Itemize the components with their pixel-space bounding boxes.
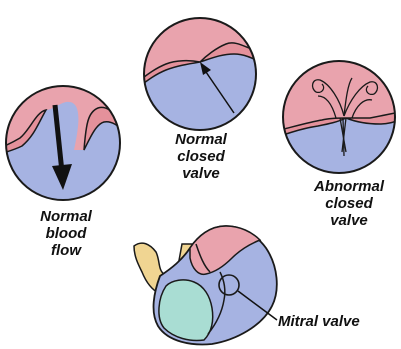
normal-closed-valve-line-1: Normal: [158, 131, 244, 148]
abnormal-closed-valve-label: Abnormal closed valve: [300, 178, 398, 229]
normal-blood-flow-line-1: Normal: [26, 208, 106, 225]
normal-blood-flow-line-2: blood: [26, 225, 106, 242]
normal-blood-flow-label: Normal blood flow: [26, 208, 106, 259]
abnormal-closed-valve-line-2: closed: [300, 195, 398, 212]
abnormal-closed-valve-line-1: Abnormal: [300, 178, 398, 195]
mitral-valve-label: Mitral valve: [278, 313, 360, 330]
normal-closed-valve-label: Normal closed valve: [158, 131, 244, 182]
normal-closed-valve-line-2: closed: [158, 148, 244, 165]
abnormal-closed-valve-line-3: valve: [300, 212, 398, 229]
normal-closed-valve-line-3: valve: [158, 165, 244, 182]
normal-blood-flow-line-3: flow: [26, 242, 106, 259]
